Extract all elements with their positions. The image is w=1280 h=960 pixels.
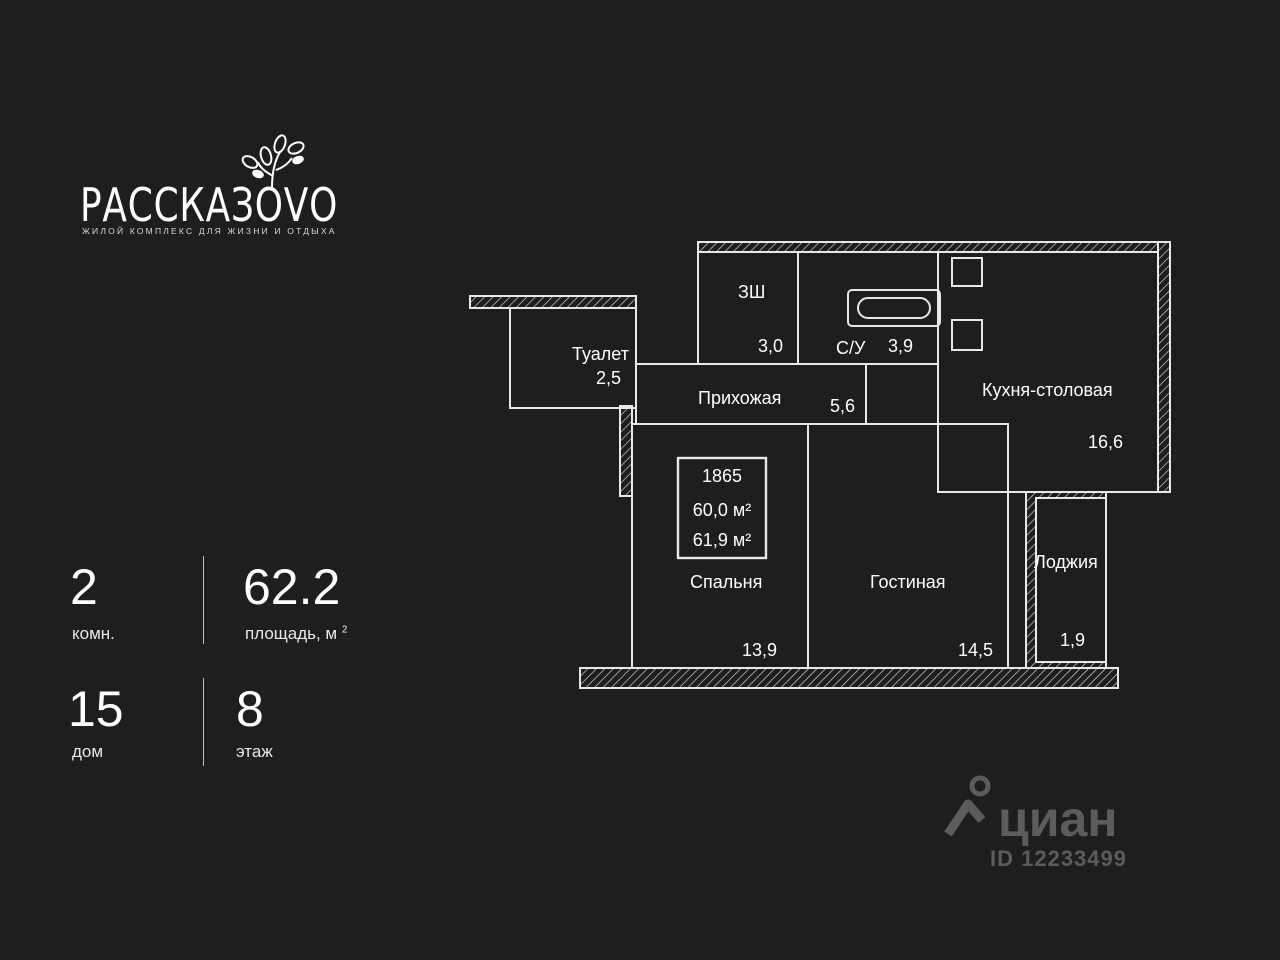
wall-top-left [469, 295, 637, 309]
hall-name: Прихожая [698, 388, 781, 408]
watermark-brand: циан [998, 791, 1118, 847]
stats-divider [203, 556, 204, 644]
sink-icon [951, 257, 983, 287]
living-room [807, 423, 1009, 669]
wall-bottom [579, 667, 1119, 689]
area-value: 62.2 [243, 559, 341, 615]
rooms-value: 2 [70, 559, 98, 615]
living-name: Гостиная [870, 572, 946, 592]
toilet-name: Туалет [572, 344, 629, 364]
loggia-area: 1,9 [1060, 630, 1085, 650]
area-label: площадь, м 2 [245, 624, 348, 643]
wall-right [1157, 241, 1171, 493]
logo-leaves-icon [241, 134, 305, 188]
bathtub-icon [847, 289, 941, 327]
bath-room [797, 251, 939, 365]
bedroom-area: 13,9 [742, 640, 777, 660]
stove-icon [951, 319, 983, 351]
hall-area: 5,6 [830, 396, 855, 416]
floor-plan: Туалет 2,5 ЗШ 3,0 С/У 3,9 Прихожая 5,6 К… [469, 241, 1171, 689]
loggia-name: Лоджия [1034, 552, 1098, 572]
wall-top [697, 241, 1169, 253]
watermark-id: ID 12233499 [990, 846, 1127, 871]
closet-area: 3,0 [758, 336, 783, 356]
house-value: 15 [68, 681, 124, 737]
kitchen-name: Кухня-столовая [982, 380, 1113, 400]
floor-value: 8 [236, 681, 264, 737]
toilet-area: 2,5 [596, 368, 621, 388]
apartment-area-2: 61,9 м² [693, 530, 751, 550]
toilet-room [509, 307, 637, 409]
apartment-id: 1865 [702, 466, 742, 486]
bedroom-name: Спальня [690, 572, 762, 592]
kitchen-room [937, 251, 1159, 493]
map-pin-icon [944, 775, 991, 837]
closet-name: ЗШ [738, 282, 765, 302]
area-unit-sup: 2 [341, 624, 348, 636]
brand-tagline: ЖИЛОЙ КОМПЛЕКС ДЛЯ ЖИЗНИ И ОТДЫХА [82, 226, 337, 236]
rooms-label: комн. [72, 624, 115, 643]
apartment-box [676, 456, 768, 560]
kitchen-area: 16,6 [1088, 432, 1123, 452]
living-area: 14,5 [958, 640, 993, 660]
wall-left [619, 405, 633, 497]
house-label: дом [72, 742, 104, 761]
brand-logo: РАССКАЗОVО [80, 178, 339, 232]
floor-label: этаж [236, 742, 273, 761]
bath-area: 3,9 [888, 336, 913, 356]
apartment-area-1: 60,0 м² [693, 500, 751, 520]
bath-name: С/У [836, 338, 866, 358]
stats-divider-2 [203, 678, 204, 766]
